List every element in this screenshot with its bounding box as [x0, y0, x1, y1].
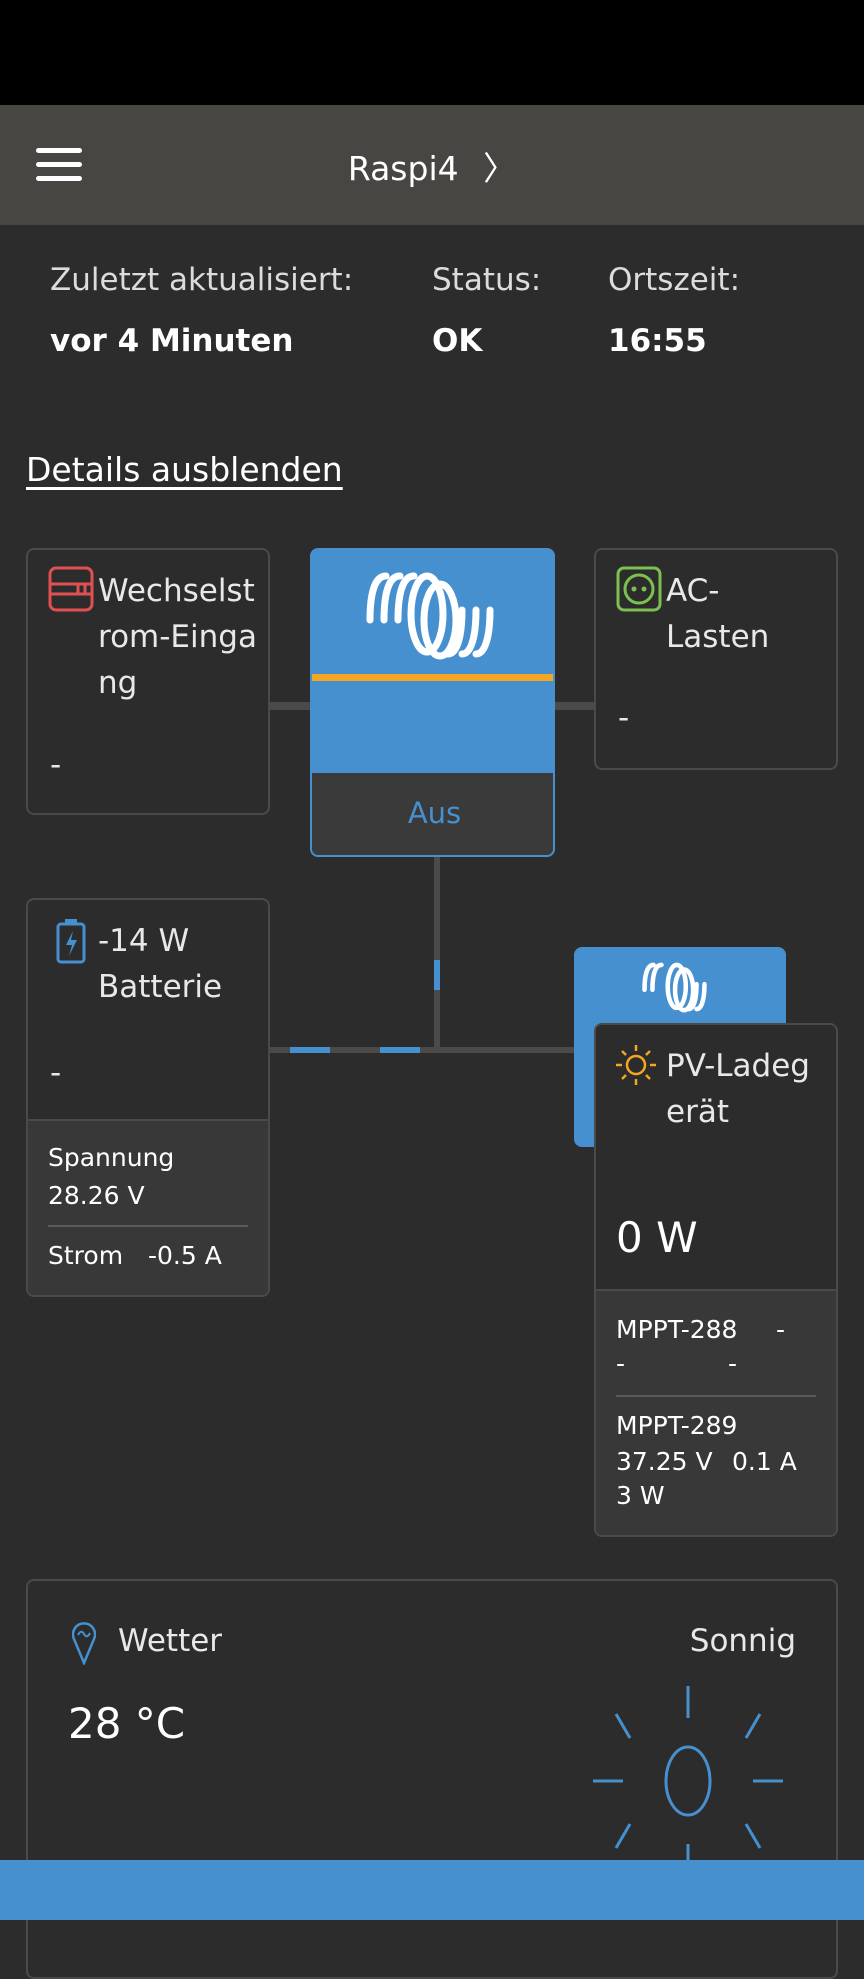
bottom-bar[interactable] [0, 1860, 864, 1920]
sunny-weather-icon [593, 1686, 783, 1876]
flow-indicator [434, 960, 440, 990]
connector-line [270, 1047, 594, 1053]
updated-value: vor 4 Minuten [50, 323, 294, 359]
mppt2-current: 0.1 A [732, 1447, 797, 1476]
mppt2-name: MPPT-289 [616, 1411, 738, 1440]
socket-icon [616, 566, 662, 612]
time-label: Ortszeit: [608, 262, 741, 298]
temperature: 28 °C [68, 1699, 186, 1748]
connector-line [434, 857, 440, 1050]
app-header [0, 105, 864, 225]
status-bar [0, 0, 864, 105]
mppt1-power: - [728, 1349, 738, 1378]
inverter-state: Aus [312, 773, 553, 855]
mppt2-power: 3 W [616, 1481, 665, 1510]
connector-line [555, 702, 595, 710]
current-label: Strom [48, 1241, 124, 1270]
battery-details: Spannung 28.26 V Strom -0.5 A [28, 1119, 268, 1295]
time-value: 16:55 [608, 323, 707, 359]
ac-input-card[interactable]: Wechselstrom-Eingang - [26, 548, 270, 815]
ac-loads-value: - [618, 700, 630, 736]
mppt1-current: - [616, 1349, 626, 1378]
battery-icon [56, 919, 86, 964]
location-pin-icon [72, 1622, 96, 1665]
ac-input-icon [48, 566, 94, 612]
sun-icon [616, 1045, 656, 1085]
battery-title: Batterie [98, 969, 223, 1005]
menu-icon[interactable] [36, 148, 82, 184]
status-label: Status: [432, 262, 542, 298]
voltage-label: Spannung [48, 1143, 175, 1172]
mppt1-name: MPPT-288 [616, 1315, 738, 1344]
victron-logo-icon [366, 572, 494, 660]
current-value: -0.5 A [148, 1241, 222, 1270]
voltage-value: 28.26 V [48, 1181, 145, 1210]
pv-title: PV-Ladegerät [666, 1048, 810, 1130]
victron-logo-icon [642, 962, 707, 1013]
pv-power: 0 W [616, 1213, 698, 1262]
battery-power: -14 W [98, 923, 190, 959]
inverter-card[interactable]: Aus [310, 548, 555, 857]
battery-card[interactable]: -14 W Batterie - Spannung 28.26 V Strom … [26, 898, 270, 1297]
ac-loads-card[interactable]: AC-Lasten - [594, 548, 838, 770]
mppt1-voltage: - [776, 1315, 786, 1344]
site-title-button[interactable]: Raspi4 〉 [0, 142, 864, 190]
battery-value: - [50, 1055, 62, 1091]
weather-title: Wetter [118, 1623, 223, 1659]
flow-indicator [380, 1047, 420, 1053]
pv-charger-card[interactable]: PV-Ladegerät 0 W MPPT-288 - - - MPPT-289… [594, 1023, 838, 1537]
inverter-state-bar [312, 674, 553, 681]
connector-line [270, 702, 310, 710]
status-value: OK [432, 323, 483, 359]
ac-loads-title: AC-Lasten [666, 573, 770, 655]
ac-input-title: Wechselstrom-Eingang [98, 573, 257, 701]
divider [616, 1395, 816, 1397]
flow-indicator [290, 1047, 330, 1053]
ac-input-value: - [50, 747, 62, 783]
divider [48, 1225, 248, 1227]
updated-label: Zuletzt aktualisiert: [50, 262, 354, 298]
site-title: Raspi4 [347, 149, 459, 188]
hide-details-link[interactable]: Details ausblenden [26, 450, 343, 489]
pv-details: MPPT-288 - - - MPPT-289 37.25 V 0.1 A 3 … [596, 1289, 836, 1535]
weather-condition: Sonnig [689, 1623, 796, 1659]
mppt2-voltage: 37.25 V [616, 1447, 713, 1476]
chevron-right-icon: 〉 [483, 149, 517, 188]
